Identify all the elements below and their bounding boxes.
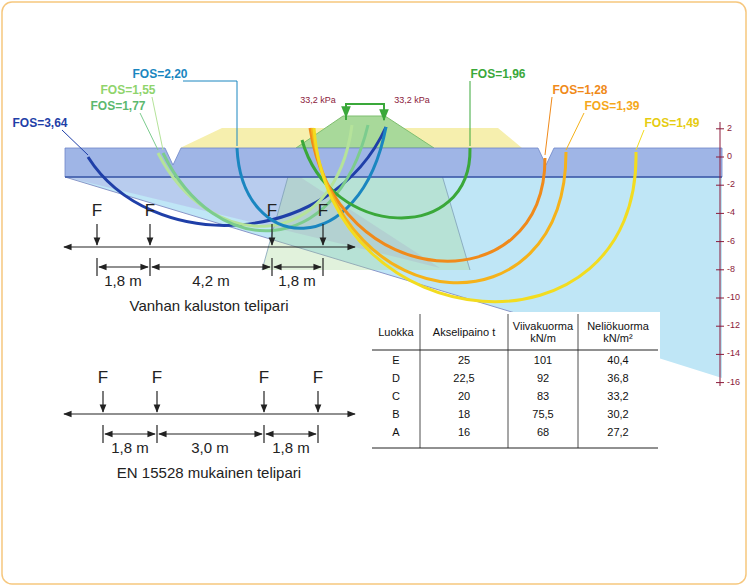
dimension: 1,8 m bbox=[278, 273, 316, 290]
table-cell: 36,8 bbox=[607, 372, 628, 384]
fos-label: FOS=2,20 bbox=[132, 68, 187, 81]
table-cell: A bbox=[392, 426, 399, 438]
table-cell: 33,2 bbox=[607, 390, 628, 402]
table-cell: 75,5 bbox=[532, 408, 553, 420]
depth-tick: -4 bbox=[727, 208, 735, 218]
load-arrows bbox=[346, 104, 384, 120]
table-cell: B bbox=[392, 408, 399, 420]
dimension: 1,8 m bbox=[104, 273, 142, 290]
table-cell: 27,2 bbox=[607, 426, 628, 438]
force-label: F bbox=[267, 202, 277, 221]
groundwater-line bbox=[65, 176, 722, 178]
leader-lines bbox=[62, 81, 644, 155]
table-cell: 16 bbox=[458, 426, 470, 438]
depth-tick: 0 bbox=[727, 152, 732, 162]
table-header: Neliökuorma kN/m² bbox=[583, 320, 653, 344]
caption: EN 15528 mukainen telipari bbox=[117, 465, 301, 482]
table-cell: D bbox=[392, 372, 400, 384]
dimension: 1,8 m bbox=[111, 440, 149, 457]
fos-label: FOS=1,77 bbox=[90, 100, 145, 113]
table-header: Luokka bbox=[378, 326, 413, 338]
table-cell: 30,2 bbox=[607, 408, 628, 420]
fos-label: FOS=3,64 bbox=[12, 117, 67, 130]
slip-surfaces bbox=[88, 125, 636, 302]
depth-tick: -10 bbox=[727, 293, 740, 303]
axle-diagrams bbox=[64, 224, 355, 443]
force-label: F bbox=[313, 369, 323, 388]
table-header: Viivakuorma kN/m bbox=[508, 320, 578, 344]
dimension: 4,2 m bbox=[192, 273, 230, 290]
depth-tick: -16 bbox=[727, 378, 740, 388]
force-label: F bbox=[92, 202, 102, 221]
fos-label: FOS=1,28 bbox=[552, 84, 607, 97]
table-cell: 92 bbox=[537, 372, 549, 384]
force-label: F bbox=[259, 369, 269, 388]
depth-tick: 2 bbox=[727, 124, 732, 134]
table-cell: 101 bbox=[534, 354, 552, 366]
depth-tick: -8 bbox=[727, 265, 735, 275]
fos-label: FOS=1,96 bbox=[470, 68, 525, 81]
table-header: Akselipaino t bbox=[429, 326, 499, 338]
depth-tick: -2 bbox=[727, 180, 735, 190]
table-cell: 18 bbox=[458, 408, 470, 420]
force-label: F bbox=[145, 202, 155, 221]
load-label: 33,2 kPa bbox=[394, 96, 430, 106]
fos-label: FOS=1,55 bbox=[100, 84, 155, 97]
table-cell: C bbox=[392, 390, 400, 402]
force-label: F bbox=[98, 369, 108, 388]
depth-axis bbox=[716, 122, 724, 386]
depth-tick: -12 bbox=[727, 321, 740, 331]
depth-tick: -14 bbox=[727, 349, 740, 359]
table-cell: 20 bbox=[458, 390, 470, 402]
depth-tick: -6 bbox=[727, 237, 735, 247]
table-cell: 40,4 bbox=[607, 354, 628, 366]
dimension: 3,0 m bbox=[191, 440, 229, 457]
table-frame bbox=[370, 312, 660, 452]
table-cell: 25 bbox=[458, 354, 470, 366]
table-cell: 68 bbox=[537, 426, 549, 438]
caption: Vanhan kaluston telipari bbox=[130, 298, 289, 315]
table-cell: 83 bbox=[537, 390, 549, 402]
table-cell: E bbox=[392, 354, 399, 366]
force-label: F bbox=[152, 369, 162, 388]
load-label: 33,2 kPa bbox=[300, 96, 336, 106]
dimension: 1,8 m bbox=[272, 440, 310, 457]
force-label: F bbox=[318, 202, 328, 221]
fos-label: FOS=1,49 bbox=[644, 117, 699, 130]
table-cell: 22,5 bbox=[453, 372, 474, 384]
fos-label: FOS=1,39 bbox=[584, 100, 639, 113]
